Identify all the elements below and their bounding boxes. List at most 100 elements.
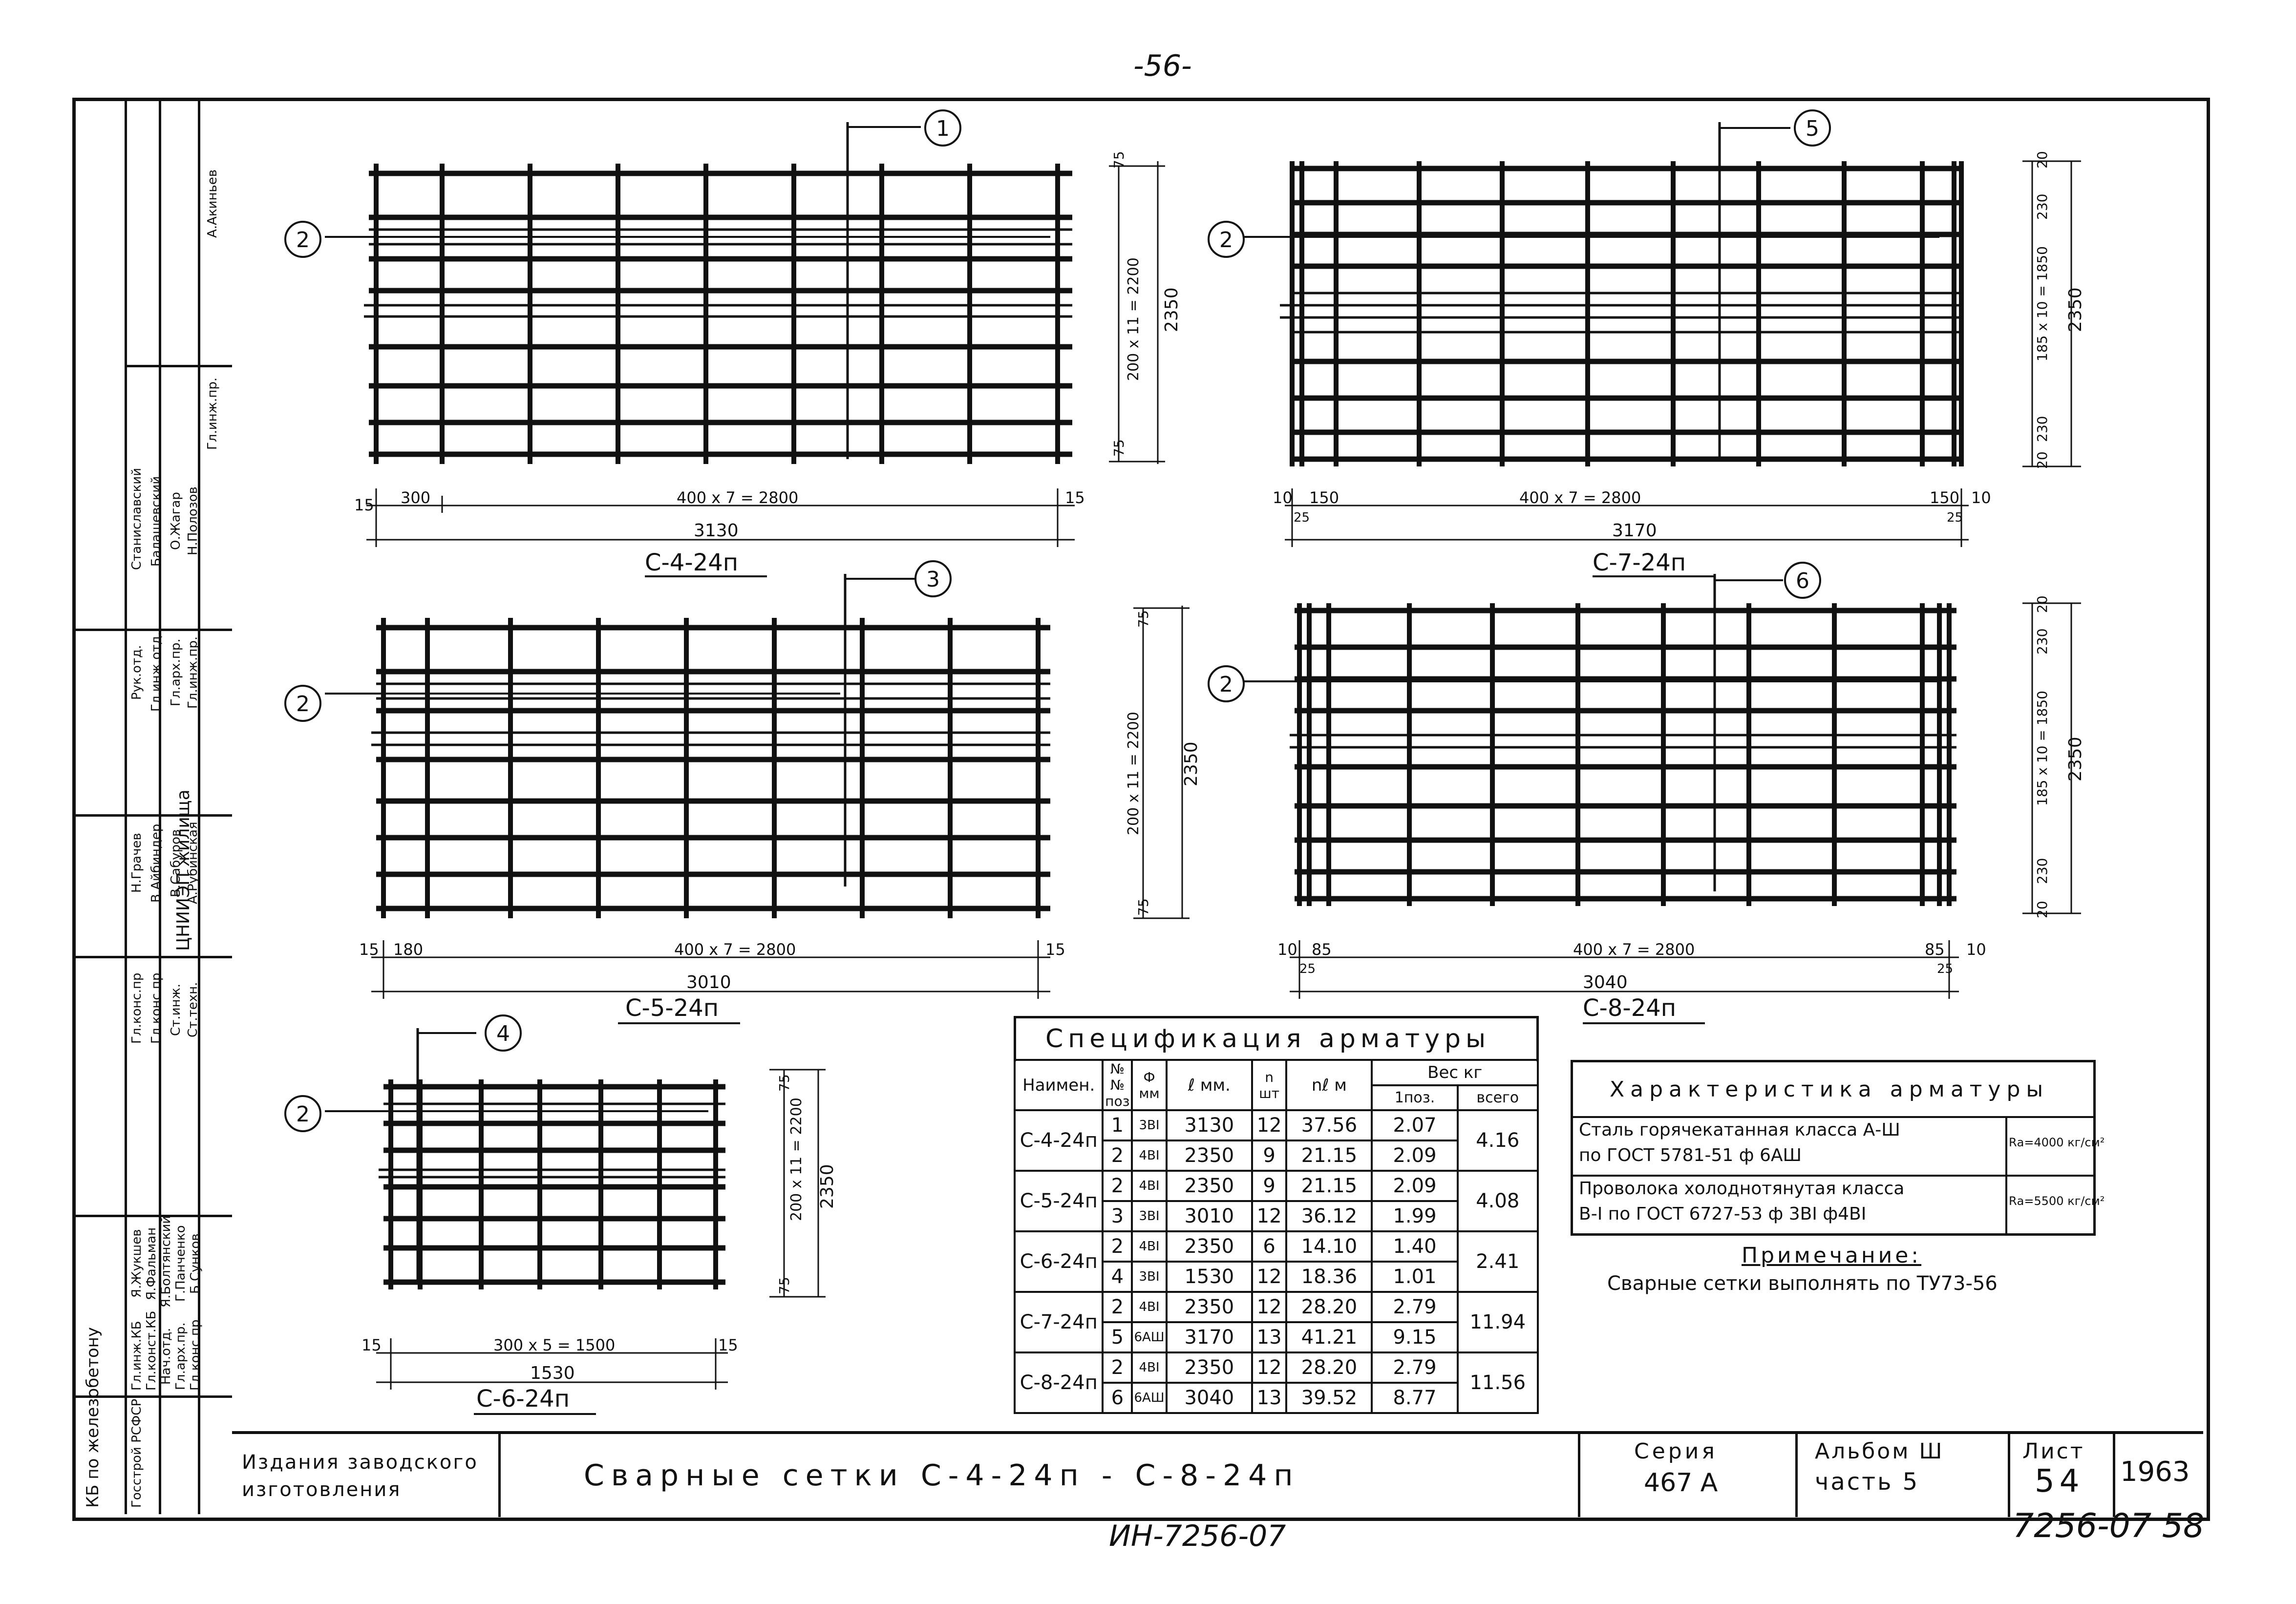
- spec-cell: 2.07: [1371, 1109, 1459, 1141]
- hdr-dia: Ф мм: [1131, 1059, 1168, 1111]
- spec-row-name: С-5-24п: [1013, 1170, 1104, 1232]
- spec-cell: 18.36: [1285, 1261, 1373, 1293]
- dim-c8-side-total: 2350: [2065, 737, 2085, 781]
- dim-c4-name: С-4-24п: [645, 549, 738, 576]
- dim-c5-side-inner: 200 x 11 = 2200: [1125, 712, 1142, 835]
- dim-c8-side-inner: 185 x 10 = 1850: [2034, 691, 2050, 806]
- series-value: 467 А: [1644, 1468, 1718, 1498]
- spec-cell: 2350: [1165, 1351, 1253, 1384]
- dim-c6-total: 1530: [530, 1363, 575, 1383]
- archive-code-left: ИН-7256-07: [1109, 1519, 1286, 1553]
- dim-c6-p2: 15: [718, 1336, 738, 1354]
- spec-table: Наимен. №№ поз Ф мм ℓ мм. n шт nℓ м Вес …: [1013, 1059, 1539, 1414]
- dim-c8-p1: 85: [1312, 940, 1332, 959]
- spec-cell: 12: [1251, 1200, 1288, 1232]
- spec-cell: 14.10: [1285, 1230, 1373, 1263]
- spec-cell: 4BI: [1131, 1230, 1168, 1263]
- dim-c4-start: 300: [401, 488, 430, 507]
- series-label: Серия: [1634, 1439, 1718, 1464]
- spec-row-total: 2.41: [1456, 1230, 1539, 1293]
- spec-cell: 2350: [1165, 1140, 1253, 1172]
- note-title: Примечание:: [1742, 1243, 1922, 1268]
- spec-cell: 6: [1102, 1382, 1133, 1414]
- pos-label-c7-side: 2: [1219, 228, 1233, 253]
- spec-cell: 39.52: [1285, 1382, 1373, 1414]
- spec-cell: 2: [1102, 1291, 1133, 1323]
- spec-cell: 9: [1251, 1170, 1288, 1202]
- dim-c8-p4: 10: [1966, 940, 1986, 959]
- dim-c5-name: С-5-24п: [625, 994, 719, 1022]
- spec-cell: 6: [1251, 1230, 1288, 1263]
- dim-c6-name: С-6-24п: [476, 1385, 570, 1413]
- archive-code-right: 7256-07 58: [2013, 1507, 2205, 1545]
- spec-cell: 13: [1251, 1382, 1288, 1414]
- dim-c7-side-e3: 20: [2034, 451, 2050, 469]
- dim-c7-side-total: 2350: [2065, 287, 2085, 332]
- part-label: часть 5: [1815, 1468, 1920, 1496]
- spec-cell: 2: [1102, 1230, 1133, 1263]
- dim-c6-side-total: 2350: [817, 1164, 837, 1209]
- dim-c7-name: С-7-24п: [1593, 549, 1686, 576]
- spec-cell: 41.21: [1285, 1321, 1373, 1353]
- hdr-n: n шт: [1251, 1059, 1288, 1111]
- spec-cell: 3BI: [1131, 1261, 1168, 1293]
- hdr-pos: №№ поз: [1102, 1059, 1133, 1111]
- mesh-c6: [325, 1028, 725, 1289]
- pos-label-c5-top: 3: [926, 567, 940, 592]
- hdr-w-pos: 1поз.: [1371, 1084, 1459, 1111]
- dim-c6-side-top: 75: [776, 1074, 792, 1092]
- dim-c4-side-bottom: 75: [1111, 439, 1127, 457]
- dim-c7-side-e1: 230: [2034, 194, 2050, 220]
- spec-cell: 2.79: [1371, 1351, 1459, 1384]
- spec-cell: 2.09: [1371, 1170, 1459, 1202]
- spec-cell: 3130: [1165, 1109, 1253, 1141]
- dim-c5-p1: 180: [393, 940, 423, 959]
- year-label: 1963: [2120, 1456, 2190, 1488]
- spec-row-name: С-8-24п: [1013, 1351, 1104, 1414]
- dim-c8-side-e2: 230: [2034, 858, 2050, 884]
- spec-cell: 28.20: [1285, 1291, 1373, 1323]
- pos-label-c6-side: 2: [296, 1102, 310, 1127]
- hdr-weight: Вес кг: [1371, 1059, 1539, 1086]
- dim-c5-side-top: 75: [1135, 610, 1151, 628]
- dim-c5-side-total: 2350: [1181, 741, 1201, 786]
- spec-cell: 37.56: [1285, 1109, 1373, 1141]
- album-label: Альбом Ш: [1815, 1439, 1944, 1464]
- pos-label-c4-top: 1: [936, 116, 950, 141]
- spec-cell: 3: [1102, 1200, 1133, 1232]
- spec-cell: 2: [1102, 1170, 1133, 1202]
- spec-cell: 2350: [1165, 1230, 1253, 1263]
- dim-c5-side-bottom: 75: [1135, 898, 1151, 916]
- spec-cell: 36.12: [1285, 1200, 1373, 1232]
- dim-c5-p2: 400 x 7 = 2800: [674, 940, 796, 959]
- char-r2: Rа=5500 кг/см²: [2009, 1194, 2105, 1208]
- dim-c7-side-e2: 230: [2034, 416, 2050, 442]
- dim-c4-right-end: 15: [1065, 488, 1085, 507]
- note-text: Сварные сетки выполнять по ТУ73-56: [1607, 1272, 1998, 1295]
- spec-cell: 2.79: [1371, 1291, 1459, 1323]
- hdr-len: ℓ мм.: [1165, 1059, 1253, 1111]
- spec-cell: 6АШ: [1131, 1321, 1168, 1353]
- mesh-c8: [1243, 574, 1956, 906]
- spec-title-box: Спецификация арматуры: [1014, 1016, 1539, 1061]
- spec-cell: 3010: [1165, 1200, 1253, 1232]
- mesh-c7: [1243, 122, 1964, 466]
- dim-c7-p4: 10: [1971, 488, 1991, 507]
- spec-cell: 9: [1251, 1140, 1288, 1172]
- sheet-label: Лист: [2022, 1439, 2085, 1464]
- title-block: Издания заводского изготовления Сварные …: [232, 1431, 2203, 1517]
- spec-cell: 8.77: [1371, 1382, 1459, 1414]
- spec-cell: 1: [1102, 1109, 1133, 1141]
- spec-row-name: С-4-24п: [1013, 1109, 1104, 1172]
- dim-c4-side-top: 75: [1111, 151, 1127, 169]
- drawing-title: Сварные сетки С-4-24п - С-8-24п: [584, 1458, 1300, 1493]
- dim-c6-side-inner: 200 x 11 = 2200: [788, 1097, 805, 1221]
- spec-cell: 4BI: [1131, 1140, 1168, 1172]
- char-line-2a: Проволока холоднотянутая класса: [1579, 1179, 1905, 1199]
- spec-row-total: 4.08: [1456, 1170, 1539, 1232]
- spec-cell: 28.20: [1285, 1351, 1373, 1384]
- dim-c5-total: 3010: [686, 972, 731, 992]
- pos-label-c6-top: 4: [496, 1021, 510, 1046]
- dim-c4-total: 3130: [694, 521, 739, 541]
- dim-c6-p0: 15: [361, 1336, 382, 1354]
